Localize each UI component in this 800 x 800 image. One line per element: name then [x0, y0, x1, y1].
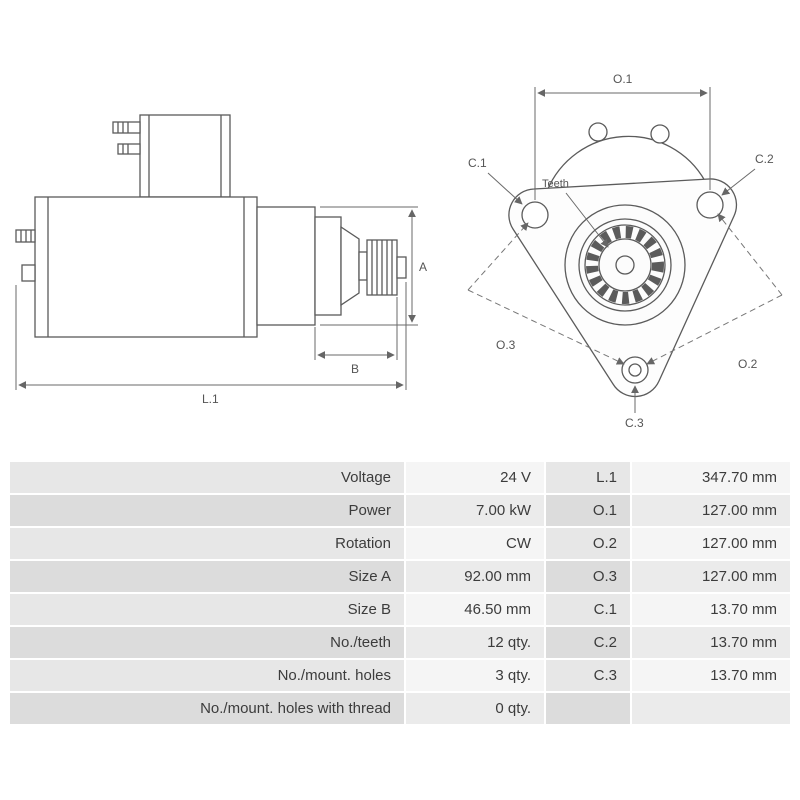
- table-row: No./mount. holes with thread 0 qty.: [10, 693, 790, 724]
- flange-outline: [508, 122, 738, 398]
- mount-hole-top-right: [696, 191, 724, 219]
- dim-value: 13.70 mm: [632, 660, 790, 691]
- dim-label-l1: L.1: [202, 392, 219, 406]
- spec-value: 7.00 kW: [406, 495, 544, 526]
- table-row: Size B 46.50 mm C.1 13.70 mm: [10, 594, 790, 625]
- pinion-gear-icon: [366, 239, 407, 296]
- dim-value: [632, 693, 790, 724]
- dim-label-b: B: [351, 362, 359, 376]
- spec-label: Rotation: [10, 528, 404, 559]
- starter-side-view-diagram: A B L.1: [15, 114, 427, 406]
- spec-label: Size A: [10, 561, 404, 592]
- dim-value: 347.70 mm: [632, 462, 790, 493]
- spec-value: 46.50 mm: [406, 594, 544, 625]
- table-row: No./teeth 12 qty. C.2 13.70 mm: [10, 627, 790, 658]
- dim-key: L.1: [546, 462, 630, 493]
- spec-label: Power: [10, 495, 404, 526]
- table-row: Size A 92.00 mm O.3 127.00 mm: [10, 561, 790, 592]
- dim-label-c2: C.2: [755, 152, 774, 166]
- dim-label-c3: C.3: [625, 416, 644, 430]
- dim-value: 127.00 mm: [632, 561, 790, 592]
- spec-label: Size B: [10, 594, 404, 625]
- dim-value: 13.70 mm: [632, 627, 790, 658]
- dim-value: 127.00 mm: [632, 528, 790, 559]
- dim-label-o2: O.2: [738, 357, 758, 371]
- dim-label-teeth: Teeth: [542, 178, 569, 190]
- spec-table: Voltage 24 V L.1 347.70 mm Power 7.00 kW…: [8, 460, 792, 726]
- dim-label-o3: O.3: [496, 338, 516, 352]
- dim-value: 127.00 mm: [632, 495, 790, 526]
- table-row: No./mount. holes 3 qty. C.3 13.70 mm: [10, 660, 790, 691]
- table-row: Rotation CW O.2 127.00 mm: [10, 528, 790, 559]
- dim-key: O.2: [546, 528, 630, 559]
- dim-key: [546, 693, 630, 724]
- spec-value: 24 V: [406, 462, 544, 493]
- spec-label: No./teeth: [10, 627, 404, 658]
- spec-label: Voltage: [10, 462, 404, 493]
- side-view-dimensions: [15, 206, 418, 390]
- dim-key: C.3: [546, 660, 630, 691]
- dim-key: C.2: [546, 627, 630, 658]
- dim-label-c1: C.1: [468, 156, 487, 170]
- gear-icon: [564, 204, 686, 326]
- table-row: Voltage 24 V L.1 347.70 mm: [10, 462, 790, 493]
- mount-hole-top-left: [521, 201, 549, 229]
- spec-label: No./mount. holes with thread: [10, 693, 404, 724]
- dim-label-a: A: [419, 260, 427, 274]
- dim-key: O.3: [546, 561, 630, 592]
- dim-value: 13.70 mm: [632, 594, 790, 625]
- dim-key: C.1: [546, 594, 630, 625]
- spec-value: 0 qty.: [406, 693, 544, 724]
- dim-label-o1: O.1: [613, 72, 633, 86]
- front-view-dimensions: [467, 87, 783, 413]
- spec-value: CW: [406, 528, 544, 559]
- spec-value: 92.00 mm: [406, 561, 544, 592]
- spec-label: No./mount. holes: [10, 660, 404, 691]
- dim-key: O.1: [546, 495, 630, 526]
- table-row: Power 7.00 kW O.1 127.00 mm: [10, 495, 790, 526]
- flange-front-view-diagram: O.1 C.1 C.2 Teeth O.3 O.2 C.3: [467, 72, 783, 430]
- motor-outline: [15, 114, 407, 338]
- spec-value: 12 qty.: [406, 627, 544, 658]
- spec-value: 3 qty.: [406, 660, 544, 691]
